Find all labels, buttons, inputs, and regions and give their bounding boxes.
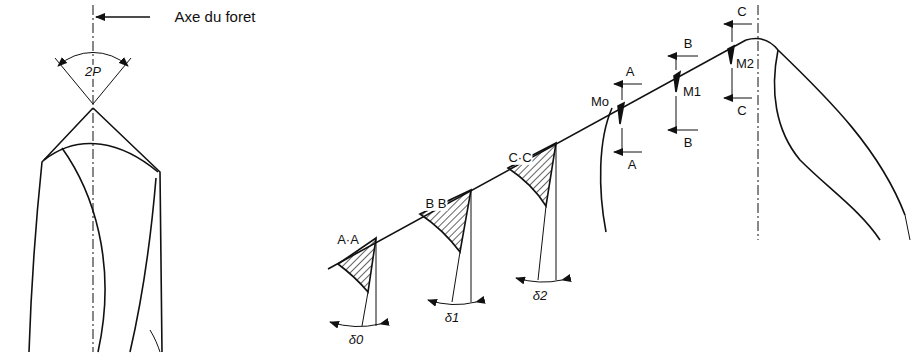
axis-label: Axe du foret: [174, 9, 257, 26]
section-name: C·C: [507, 151, 532, 165]
point-label: Mo: [590, 95, 610, 109]
section-letter: A: [625, 65, 636, 79]
section-letter: C: [736, 5, 747, 19]
angle-label: 2P: [84, 65, 102, 79]
section-letter: B: [683, 136, 694, 150]
angle-label: δ2: [532, 289, 548, 303]
section-name: B B: [425, 197, 448, 211]
point-label: M1: [682, 85, 702, 99]
section-letter: C: [736, 104, 747, 118]
angle-label: δ1: [444, 311, 460, 325]
section-letter: B: [683, 37, 694, 51]
angle-label: δ0: [348, 333, 364, 347]
section-name: A·A: [336, 233, 360, 247]
point-label: M2: [735, 57, 755, 71]
section-letter: A: [627, 158, 638, 172]
